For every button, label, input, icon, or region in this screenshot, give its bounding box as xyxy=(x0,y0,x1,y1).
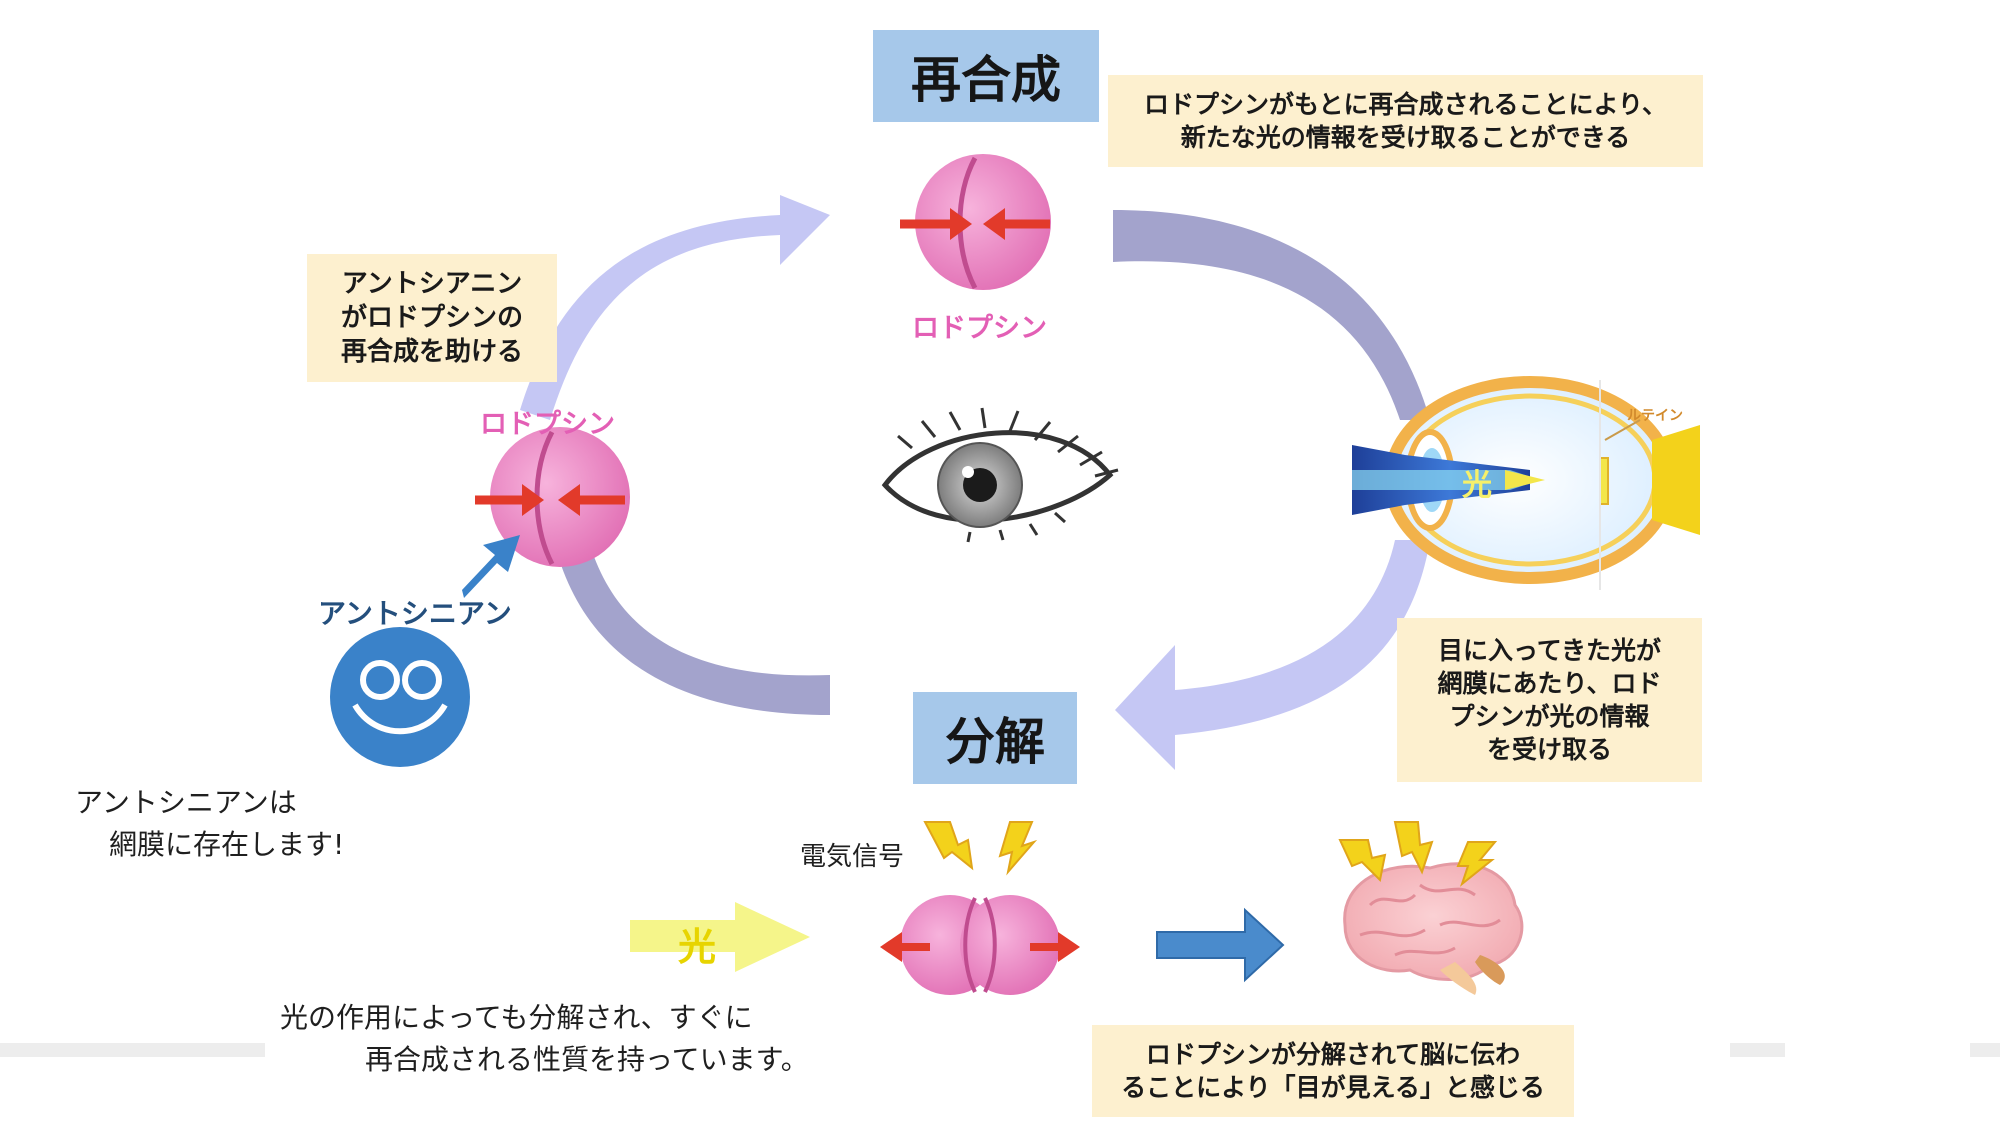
rhodopsin-molecule-bottom xyxy=(880,895,1080,995)
anthocyanin-arrow xyxy=(462,535,520,598)
rhodopsin-molecule-left xyxy=(475,427,630,567)
label-electric-signal: 電気信号 xyxy=(800,842,905,872)
eyeball-cross-section xyxy=(1352,376,1700,590)
caption-light-decomposition: 光の作用によっても分解され、すぐに 再合成される性質を持っています。 xyxy=(280,1001,809,1076)
label-anthocyanin: アントシニアン xyxy=(318,597,512,630)
bottom-gray-bar-right-1 xyxy=(1730,1043,1785,1057)
bottom-gray-bar-right-2 xyxy=(1970,1043,2000,1057)
anthocyanin-smiley xyxy=(330,627,470,767)
bottom-gray-bar-left xyxy=(0,1043,265,1057)
cycle-arrow-bottom-left xyxy=(555,545,830,715)
rhodopsin-molecule-top xyxy=(900,154,1051,290)
label-rhodopsin-left: ロドプシン xyxy=(480,409,615,440)
label-rhodopsin-top: ロドプシン xyxy=(912,313,1047,344)
stage-header-decomposition: 分解 xyxy=(913,692,1077,784)
note-resynthesis: ロドプシンがもとに再合成されることにより、 新たな光の情報を受け取ることができる xyxy=(1108,75,1703,167)
caption-anthocyanin-retina: アントシニアンは 網膜に存在します! xyxy=(75,786,345,861)
label-light-arrow: 光 xyxy=(678,925,717,969)
note-anthocyanin-helps: アントシアニン がロドプシンの 再合成を助ける xyxy=(307,254,557,382)
brain-illustration xyxy=(1343,862,1524,995)
cycle-arrow-right-down xyxy=(1115,540,1430,770)
label-light-in-eye: 光 xyxy=(1462,468,1492,503)
cycle-arrow-top-right xyxy=(1113,210,1430,420)
stage-header-resynthesis: 再合成 xyxy=(873,30,1099,122)
eye-illustration xyxy=(881,407,1119,543)
note-brain-perception: ロドプシンが分解されて脳に伝わ ることにより「目が見える」と感じる xyxy=(1092,1025,1574,1117)
cycle-arrow-left-up xyxy=(520,195,830,420)
note-light-to-retina: 目に入ってきた光が 網膜にあたり、ロド プシンが光の情報 を受け取る xyxy=(1397,618,1702,782)
label-lutein: ルテイン xyxy=(1627,408,1683,424)
light-arrow xyxy=(630,902,810,972)
arrow-to-brain xyxy=(1156,907,1285,983)
electric-bolts-brain xyxy=(1338,821,1498,887)
electric-bolts-rhodopsin xyxy=(923,821,1038,876)
